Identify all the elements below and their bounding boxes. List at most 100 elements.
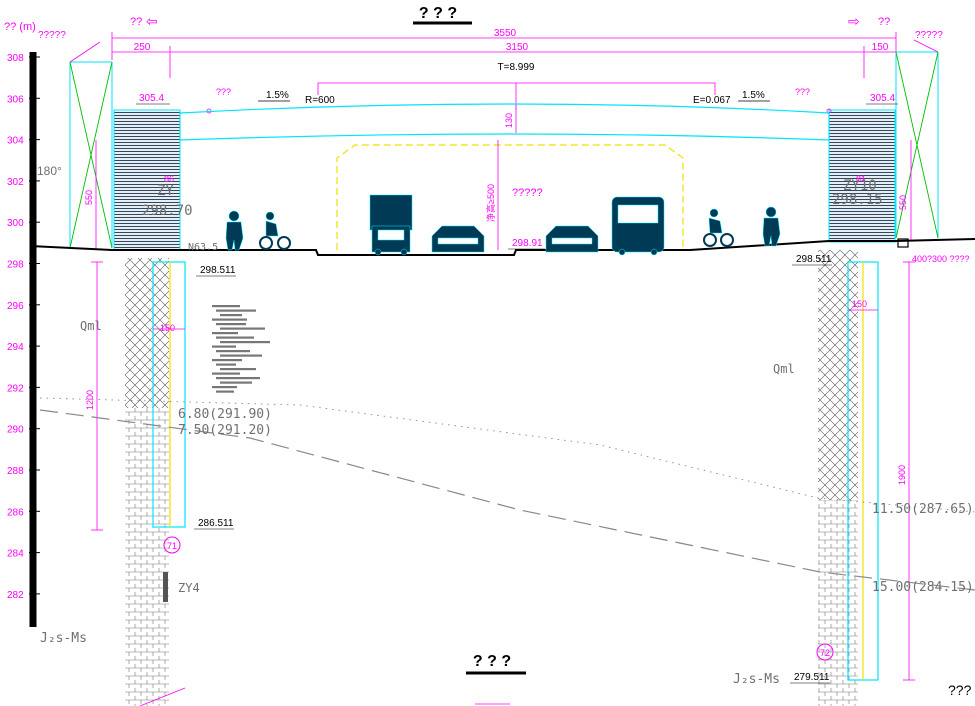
- axis-tick-label: 290: [7, 425, 24, 436]
- left-arrow-icon: ⇦: [146, 13, 158, 29]
- slope-right: 1.5%: [738, 90, 770, 102]
- bus-icon: [611, 196, 665, 256]
- layer-label-r1: 11.50(287.65): [872, 502, 974, 517]
- curve-external: E=0.067: [693, 95, 731, 106]
- svg-text:72: 72: [820, 648, 830, 658]
- axis-tick-label: 302: [7, 177, 24, 188]
- axis-tick-label: 304: [7, 136, 24, 147]
- svg-text:1.5%: 1.5%: [266, 90, 289, 101]
- left-borehole: [125, 258, 169, 706]
- bottom-stub: [139, 687, 510, 706]
- spt-bar: [212, 318, 247, 321]
- spt-bar: [212, 372, 240, 375]
- corner-label: ???: [948, 682, 972, 698]
- spt-bar: [216, 377, 260, 380]
- left-grade-mark: ???: [216, 87, 231, 97]
- spt-bar: [212, 359, 242, 362]
- clearance-dim: 净高≥500: [485, 184, 496, 222]
- axis-tick-label: 288: [7, 466, 24, 477]
- soil-right: Qml: [773, 362, 795, 376]
- svg-text:71: 71: [167, 541, 177, 551]
- curve-tangent: T=8.999: [498, 62, 535, 73]
- spt-bar: [216, 336, 254, 339]
- left-ground-elev: 298.511: [200, 265, 236, 276]
- right-pile-bottom: 279.511: [794, 672, 830, 683]
- right-borehole-num: 81: [856, 174, 866, 184]
- sedan-icon-left: [431, 225, 485, 253]
- spt-bar: [212, 345, 236, 348]
- left-pile-dim: 150: [160, 323, 175, 333]
- axis-tick-label: 282: [7, 590, 24, 601]
- axis-tick-label: 292: [7, 383, 24, 394]
- right-arrow-icon: ⇨: [848, 13, 860, 29]
- right-ground-elev: 298.511: [796, 254, 832, 265]
- axis-tick-label: 296: [7, 301, 24, 312]
- right-abutment: [828, 109, 896, 243]
- dim-left-end: 250: [134, 42, 151, 53]
- clearance-envelope: [336, 144, 684, 250]
- layer-label-l2: 7.50(291.20): [178, 423, 272, 438]
- spt-bar: [216, 350, 250, 353]
- road-elev: 298.91: [512, 238, 543, 249]
- left-pile-bottom: 286.511: [198, 518, 234, 529]
- right-extra: 400?300 ????: [912, 254, 970, 264]
- sedan-icon-right: [545, 225, 599, 253]
- elevation-axis: ?? (m) 308306304302300298296294292290288…: [4, 21, 40, 627]
- right-pile-dim: 150: [852, 299, 867, 309]
- slope-left: 1.5%: [258, 90, 290, 102]
- right-borehole: [818, 250, 858, 706]
- angle-label: 180°: [37, 164, 62, 178]
- left-pile: [152, 261, 186, 528]
- layer-boundary-upper: [39, 397, 975, 513]
- clearance-note: ?????: [512, 187, 543, 199]
- left-depth-dim: 1200: [85, 390, 95, 410]
- layer-label-l1: 6.80(291.90): [178, 407, 272, 422]
- spt-bar-graph: [212, 305, 270, 393]
- left-top-elev: 305.4: [139, 93, 164, 104]
- spt-bar: [212, 305, 240, 308]
- right-pile: [847, 261, 879, 681]
- layer-label-r2: 15.00(284.15): [872, 580, 974, 595]
- axis-tick-label: 300: [7, 218, 24, 229]
- pedestrian-icon-left: [225, 210, 244, 251]
- rock-left: J₂s-Ms: [40, 631, 87, 646]
- axis-tick-label: 294: [7, 342, 24, 353]
- cyclist-icon-left: [259, 211, 291, 250]
- layer-boundary-lower: [39, 409, 975, 591]
- svg-text:? ? ?: ? ? ?: [419, 5, 457, 22]
- dim-span: 3150: [506, 42, 529, 53]
- svg-text:??: ??: [130, 16, 142, 28]
- spt-bar: [220, 368, 256, 371]
- right-grade-mark: ???: [795, 87, 810, 97]
- spt-bar: [216, 363, 236, 366]
- spt-bar: [216, 390, 234, 393]
- svg-text:1.5%: 1.5%: [742, 90, 765, 101]
- spt-bar: [220, 327, 265, 330]
- left-borehole-a: ZY: [157, 183, 174, 199]
- rock-right: J₂s-Ms: [733, 672, 780, 687]
- left-borehole-num: 86: [164, 174, 174, 184]
- svg-text:? ? ?: ? ? ?: [473, 653, 511, 670]
- bridge-deck: [179, 103, 830, 141]
- spt-label: N63.5: [188, 242, 218, 253]
- left-borehole-b: 298.70: [142, 203, 193, 219]
- pedestrian-icon-right: [762, 206, 781, 247]
- left-pier-note: ?????: [38, 30, 66, 41]
- axis-tick-label: 298: [7, 260, 24, 271]
- svg-text:??: ??: [878, 16, 890, 28]
- right-pier-note: ?????: [915, 30, 943, 41]
- spt-bar: [216, 323, 246, 326]
- spt-bar: [220, 354, 262, 357]
- spt-bar: [216, 309, 256, 312]
- spt-bar: [212, 386, 237, 389]
- svg-text:130: 130: [504, 113, 514, 128]
- right-pier-frame: [895, 39, 939, 240]
- soil-left: Qml: [80, 319, 102, 333]
- spt-bar: [220, 341, 270, 344]
- right-borehole-a: ZY10: [843, 178, 877, 194]
- right-top-elev: 305.4: [870, 93, 895, 104]
- axis-tick-label: 306: [7, 94, 24, 105]
- spt-bar: [212, 332, 238, 335]
- right-height-dim: 550: [898, 195, 908, 210]
